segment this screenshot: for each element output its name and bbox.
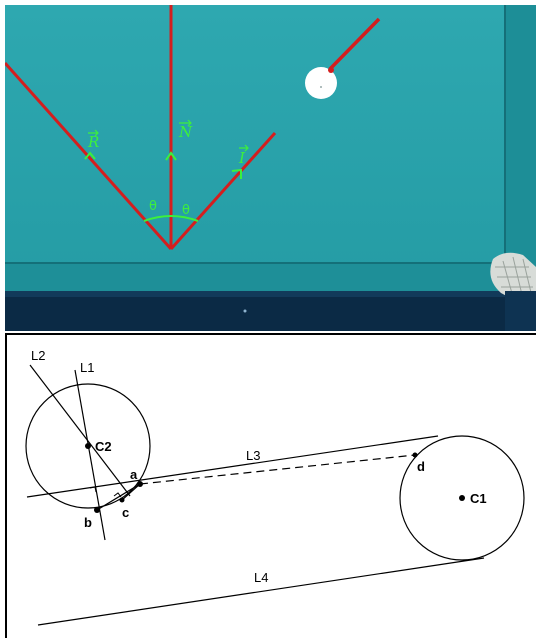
label-a: a <box>130 467 138 482</box>
cue-stick-line <box>328 17 381 71</box>
bottom-cushion <box>5 263 536 291</box>
cue-ball-dot <box>320 86 322 88</box>
label-l3: L3 <box>246 448 260 463</box>
incident-vector-arrow-icon <box>239 144 249 152</box>
table-rail-highlight <box>5 291 536 297</box>
geometry-diagram: L2 L1 L3 L4 C2 C1 a b c d <box>25 348 525 626</box>
right-angle-mark-1-icon <box>89 486 97 493</box>
point-b <box>94 507 100 513</box>
ball-c1-outline <box>399 435 525 561</box>
theta-left-label: θ <box>149 199 157 214</box>
right-angle-mark-2-icon <box>113 492 122 498</box>
reflected-vector-arrow-icon <box>88 129 99 137</box>
line-l3 <box>26 435 439 498</box>
label-l4: L4 <box>254 570 268 585</box>
dashed-line-ad <box>139 454 416 485</box>
line-l2 <box>29 364 131 497</box>
incident-vector-label: I <box>238 149 246 167</box>
label-b: b <box>84 515 92 530</box>
segment-ca <box>121 483 141 501</box>
normal-vector-label: N <box>178 123 193 141</box>
rail-diamond <box>243 309 247 313</box>
label-l1: L1 <box>80 360 94 375</box>
table-photo-panel: R N I θ θ <box>5 5 536 331</box>
table-photo: R N I θ θ <box>5 5 536 331</box>
label-c2: C2 <box>95 439 112 454</box>
incident-arrow-icon <box>231 168 242 179</box>
cue-ball <box>305 67 337 99</box>
line-l1 <box>74 369 106 541</box>
reflected-vector-label: R <box>87 133 99 151</box>
table-rail <box>5 291 536 331</box>
ball-c2-outline <box>25 383 151 509</box>
normal-vector-arrow-icon <box>179 119 192 127</box>
segment-ba <box>96 483 141 511</box>
point-c <box>119 497 125 503</box>
cue-contact-point <box>328 67 334 73</box>
label-l2: L2 <box>31 348 45 363</box>
reflected-arrow-icon <box>84 151 96 160</box>
label-c1: C1 <box>470 491 487 506</box>
label-c: c <box>122 505 129 520</box>
geometry-diagram-panel: L2 L1 L3 L4 C2 C1 a b c d <box>5 333 536 638</box>
label-d: d <box>417 459 425 474</box>
pocket-rail <box>505 291 536 331</box>
theta-right-label: θ <box>182 203 190 218</box>
point-a <box>137 481 143 487</box>
pocket-net-mesh <box>495 256 534 302</box>
line-l4 <box>37 557 485 626</box>
angle-arc-icon <box>143 215 199 222</box>
point-c2 <box>85 443 91 449</box>
normal-arrow-icon <box>165 151 177 161</box>
point-d <box>412 452 418 458</box>
incident-ray <box>169 131 277 251</box>
point-c1 <box>459 495 465 501</box>
